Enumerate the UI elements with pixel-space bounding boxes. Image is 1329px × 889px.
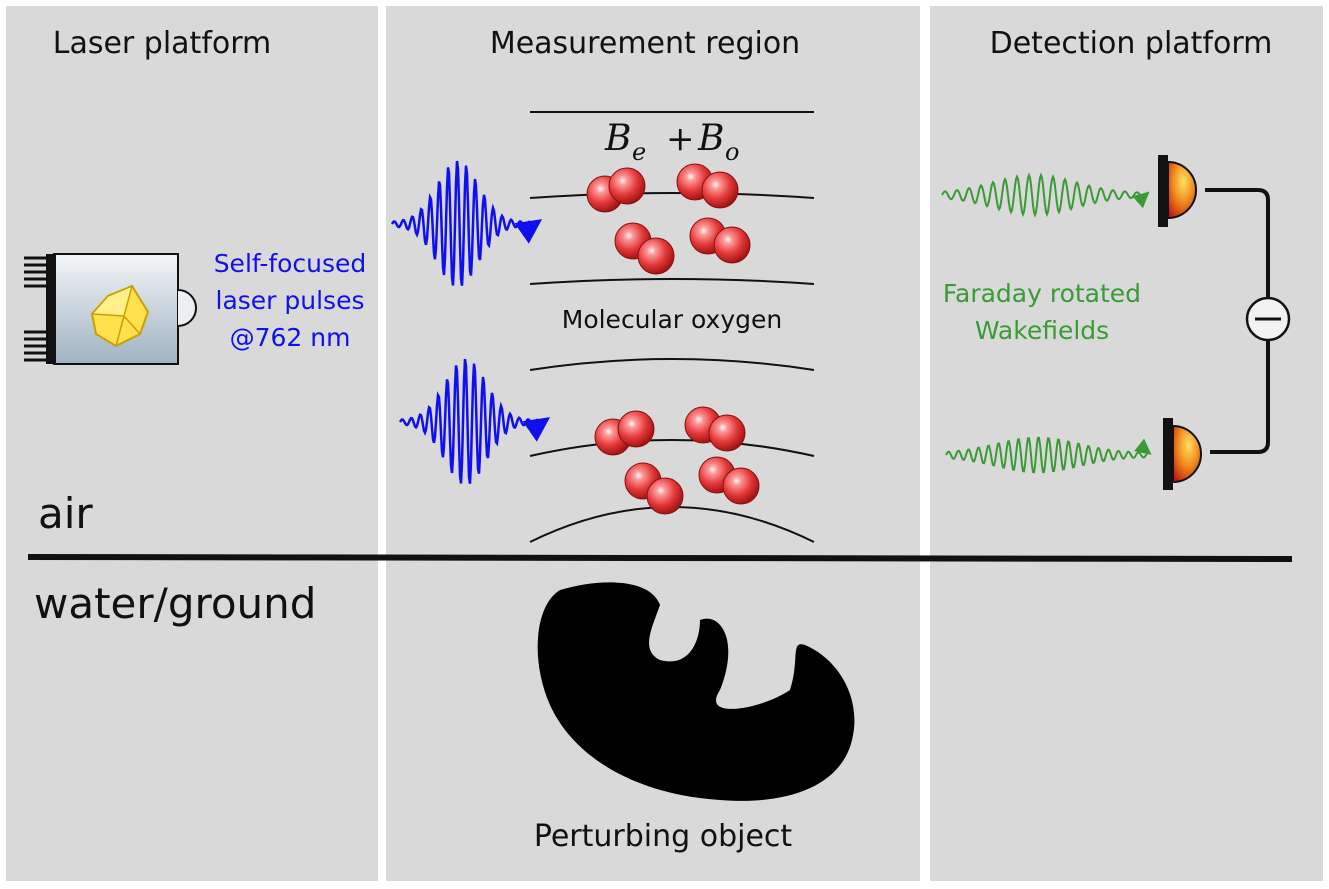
oxygen-molecules	[586, 163, 760, 515]
field-lines-top	[529, 111, 815, 285]
laser-label-line3: @762 nm	[230, 323, 351, 352]
laser-label-line1: Self-focused	[214, 249, 367, 278]
minus-circle-icon	[1245, 296, 1291, 342]
laser-pulse-bottom	[398, 358, 551, 484]
water-ground-label: water/ground	[34, 579, 316, 628]
laser-crystal-icon	[24, 253, 197, 365]
detection-label-line1: Faraday rotated	[943, 279, 1141, 308]
air-label: air	[38, 489, 93, 538]
molecule-label: Molecular oxygen	[562, 305, 782, 334]
laser-label-line2: laser pulses	[216, 286, 365, 315]
field-b-o: B	[697, 118, 724, 159]
object-label: Perturbing object	[534, 819, 793, 854]
detection-label-line2: Wakefields	[975, 316, 1109, 345]
photodiode-icon	[1158, 155, 1197, 227]
photodiode-icon	[1163, 418, 1202, 490]
field-label: B e + B o	[604, 118, 739, 166]
field-plus: +	[666, 119, 695, 159]
perturbing-object	[537, 582, 855, 801]
detection-panel	[930, 6, 1323, 881]
detection-platform-title: Detection platform	[990, 26, 1273, 61]
laser-pulse-top	[390, 160, 543, 286]
field-o-subscript: o	[725, 138, 739, 166]
field-b-e: B	[604, 118, 631, 159]
laser-panel	[6, 6, 378, 881]
detector-wiring	[1205, 188, 1270, 454]
wakefield-bottom	[945, 436, 1152, 474]
wakefield-top	[941, 172, 1150, 218]
air-water-boundary	[27, 554, 1293, 562]
measurement-region-title: Measurement region	[490, 26, 800, 61]
laser-platform-title: Laser platform	[53, 26, 272, 61]
field-e-subscript: e	[632, 138, 646, 166]
